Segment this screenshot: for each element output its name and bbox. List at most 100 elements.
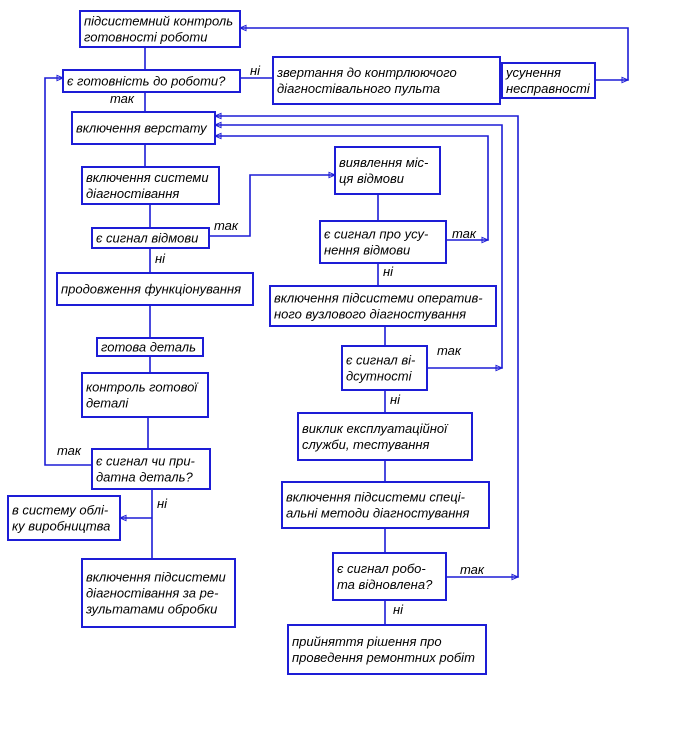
flowchart-edge-labels: ні так так ні так ні так ні так ні так ні (57, 63, 485, 617)
edge-label-l_ni_1: ні (250, 63, 261, 78)
arrowhead (511, 573, 520, 581)
node-text-line: діагностівання (86, 186, 179, 201)
node-box (332, 552, 447, 601)
edge-n15-n5 (215, 135, 489, 241)
node-text-line: ця відмови (339, 171, 404, 186)
node-text-line: готовності роботи (84, 30, 207, 45)
arrowhead (481, 236, 490, 244)
flowchart-node-n3: звертання до контрлюючогодіагностівально… (272, 56, 501, 105)
node-text-line: є сигнал про усу- (324, 227, 429, 242)
node-box (81, 166, 220, 205)
node-text-line: зультатами обробки (85, 602, 217, 617)
node-text-line: деталі (86, 396, 129, 411)
flowchart-node-n2: є готовність до роботи? (62, 69, 241, 93)
flowchart-node-n20: є сигнал робо-та відновлена? (332, 552, 447, 601)
node-box (297, 412, 473, 461)
flowchart-node-n14: виявлення міс-ця відмови (334, 146, 441, 195)
node-text-line: діагностівання за ре- (86, 586, 219, 601)
node-text-line: ку виробництва (12, 519, 110, 534)
flowchart-node-n11: є сигнал чи при-датна деталь? (91, 448, 211, 490)
edge-label-l_ni_2: ні (155, 251, 166, 266)
edge-label-l_ni_5: ні (390, 392, 401, 407)
node-box (501, 62, 596, 99)
edge-label-l_tak_1: так (110, 91, 135, 106)
arrowhead (56, 74, 65, 82)
node-text-line: є сигнал ві- (346, 353, 416, 368)
flowchart-node-n17: є сигнал ві-дсутності (341, 345, 428, 391)
edge-n7-n14 (209, 174, 335, 237)
node-text-line: звертання до контрлюючого (276, 65, 457, 80)
node-text-line: нення відмови (324, 243, 410, 258)
node-text-line: є сигнал чи при- (96, 454, 196, 469)
node-text-line: дсутності (346, 369, 413, 384)
edge-n17-n5 (215, 124, 503, 369)
node-text-line: включення підсистеми оператив- (274, 291, 483, 306)
node-text-line: та відновлена? (337, 577, 433, 592)
node-text-line: проведення ремонтних робіт (292, 650, 475, 665)
edge-n4-n1 (240, 27, 629, 81)
node-box (334, 146, 441, 195)
node-text-line: в систему облі- (12, 503, 109, 518)
node-box (71, 111, 216, 145)
node-text-line: альні методи діагностування (286, 506, 470, 521)
flowchart-node-n15: є сигнал про усу-нення відмови (319, 220, 447, 264)
node-text-line: виявлення міс- (339, 155, 429, 170)
node-text-line: виклик експлуатаційної (302, 421, 449, 436)
arrowhead (213, 121, 222, 129)
node-text-line: діагностівального пульта (277, 81, 440, 96)
edge-n20-n5 (215, 115, 519, 578)
node-box (272, 56, 501, 105)
node-box (56, 272, 254, 306)
edge-n11-n2 (44, 77, 92, 466)
node-text-line: включення підсистеми (86, 570, 226, 585)
node-box (62, 69, 241, 93)
node-text-line: продовження функціонування (61, 282, 241, 297)
arrowhead (328, 171, 337, 179)
flowchart-node-n12: в систему облі-ку виробництва (7, 495, 121, 541)
edge-label-l_ni_3: ні (157, 496, 168, 511)
node-box (341, 345, 428, 391)
edge-label-l_tak_2: так (214, 218, 239, 233)
node-text-line: датна деталь? (96, 470, 193, 485)
node-text-line: включення верстату (76, 121, 208, 136)
node-text-line: є сигнал відмови (96, 231, 198, 246)
node-box (91, 448, 211, 490)
edge-label-l_tak_4: так (452, 226, 477, 241)
edge-label-l_tak_6: так (460, 562, 485, 577)
edge-label-l_tak_3: так (57, 443, 82, 458)
node-text-line: готова деталь (101, 340, 196, 355)
arrowhead (213, 112, 222, 120)
node-box (269, 285, 497, 327)
flowchart-node-n16: включення підсистеми оператив-ного вузло… (269, 285, 497, 327)
node-text-line: несправності (506, 81, 591, 96)
flowchart-node-n5: включення верстату (71, 111, 216, 145)
arrowhead (213, 132, 222, 140)
node-box (91, 227, 210, 249)
edge-label-l_ni_4: ні (383, 264, 394, 279)
node-text-line: прийняття рішення про (292, 634, 442, 649)
arrowhead (238, 24, 247, 32)
node-box (319, 220, 447, 264)
arrowhead (495, 364, 504, 372)
node-text-line: ного вузлового діагностування (274, 307, 466, 322)
edge-label-l_tak_5: так (437, 343, 462, 358)
node-box (79, 10, 241, 48)
flowchart-node-n7: є сигнал відмови (91, 227, 210, 249)
arrowhead (621, 76, 630, 84)
node-box (81, 372, 209, 418)
node-text-line: усунення (505, 65, 561, 80)
edge-label-l_ni_6: ні (393, 602, 404, 617)
node-text-line: контроль готової (86, 380, 199, 395)
node-text-line: включення системи (86, 170, 209, 185)
node-box (281, 481, 490, 529)
node-box (96, 337, 204, 357)
